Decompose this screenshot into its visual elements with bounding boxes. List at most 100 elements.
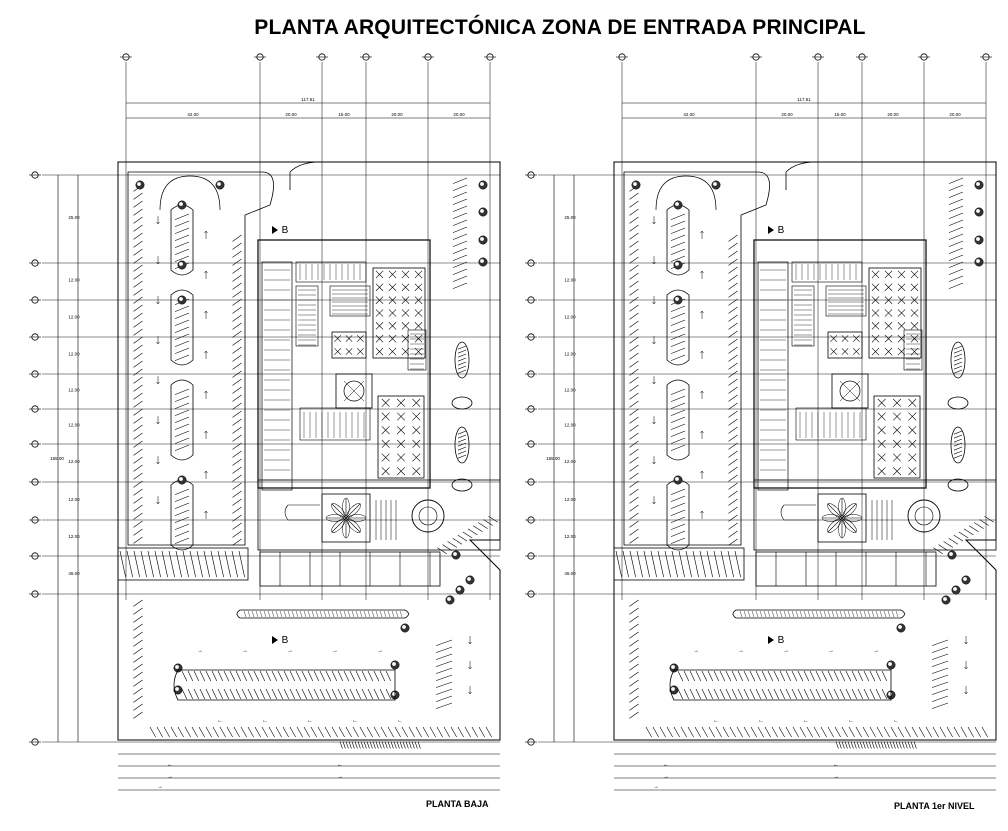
parking-island-right <box>931 639 949 709</box>
svg-text:←: ← <box>803 718 809 724</box>
dimension-left: 12.00 <box>68 534 80 539</box>
star-planter <box>817 493 867 543</box>
dimension-top: 20.00 <box>453 112 465 117</box>
parking-island-right <box>435 639 453 709</box>
entrance-ramp <box>933 516 994 554</box>
dimension-total: 117.61 <box>797 97 811 102</box>
svg-text:→: → <box>783 648 789 654</box>
room-grid-2 <box>377 395 425 479</box>
parking-island-lower <box>669 669 892 701</box>
vehicle-shape <box>950 341 966 379</box>
dimension-left: 12.00 <box>68 388 80 393</box>
parking-island <box>666 479 690 551</box>
svg-text:←: ← <box>307 718 313 724</box>
svg-text:→: → <box>873 648 879 654</box>
dimension-left: 12.00 <box>564 459 576 464</box>
svg-text:→: → <box>377 648 383 654</box>
car-shape <box>947 478 969 492</box>
dimension-left: 12.00 <box>68 352 80 357</box>
parking-hatch-left <box>133 184 143 544</box>
dimension-left: 46.00 <box>68 571 80 576</box>
parking-zone <box>127 171 274 546</box>
star-planter <box>321 493 371 543</box>
svg-text:→: → <box>167 774 173 780</box>
dimension-top: 20.00 <box>781 112 793 117</box>
svg-text:←: ← <box>352 718 358 724</box>
svg-text:→: → <box>337 774 343 780</box>
section-marker <box>768 636 774 644</box>
curb-strip <box>236 609 409 619</box>
section-marker <box>272 636 278 644</box>
svg-text:←: ← <box>833 762 839 768</box>
dimension-side-total: 155.00 <box>546 456 560 461</box>
svg-text:→: → <box>833 774 839 780</box>
dimension-left: 12.00 <box>68 315 80 320</box>
parking-island <box>170 379 194 461</box>
vehicle-shape <box>454 426 470 464</box>
room-grid-1 <box>372 267 426 359</box>
svg-text:→: → <box>197 648 203 654</box>
svg-text:→: → <box>693 648 699 654</box>
dimension-top: 20.00 <box>391 112 403 117</box>
access-block <box>613 547 745 581</box>
dimension-left: 46.00 <box>564 571 576 576</box>
parking-zone <box>623 171 770 546</box>
vehicle-shape <box>950 426 966 464</box>
svg-text:→: → <box>828 648 834 654</box>
dimension-top: 15.00 <box>834 112 846 117</box>
parking-island <box>170 479 194 551</box>
svg-text:←: ← <box>262 718 268 724</box>
dimension-total: 117.61 <box>301 97 315 102</box>
section-mark-label: B <box>282 225 289 236</box>
site-outline <box>117 161 501 741</box>
hatch-column-right <box>452 177 468 289</box>
parking-island <box>170 289 194 366</box>
main-building <box>753 239 927 491</box>
curb-strip <box>732 609 905 619</box>
parking-hatch-left <box>629 184 639 544</box>
room-grid-3 <box>827 331 863 359</box>
section-marker <box>272 226 278 234</box>
svg-text:→: → <box>242 648 248 654</box>
svg-text:←: ← <box>397 718 403 724</box>
svg-text:→: → <box>653 784 659 790</box>
car-shape <box>947 396 969 410</box>
parking-island <box>666 379 690 461</box>
svg-text:→: → <box>738 648 744 654</box>
section-marker <box>768 226 774 234</box>
dimension-top: 42.00 <box>187 112 199 117</box>
dimension-left: 12.00 <box>564 423 576 428</box>
dimension-left: 12.00 <box>68 278 80 283</box>
fountain <box>907 499 941 533</box>
parking-island <box>666 289 690 366</box>
parking-hatch-lower-left <box>133 599 143 719</box>
dimension-left: 12.00 <box>564 352 576 357</box>
dimension-top: 20.00 <box>285 112 297 117</box>
dimension-top: 20.00 <box>887 112 899 117</box>
vehicle-shape <box>454 341 470 379</box>
dimension-left: 12.00 <box>68 423 80 428</box>
lobby-area <box>753 479 997 551</box>
svg-text:→: → <box>157 784 163 790</box>
dimension-left: 25.00 <box>68 215 80 220</box>
parking-hatch-bottom <box>149 726 492 738</box>
svg-text:←: ← <box>663 762 669 768</box>
dimension-left: 12.00 <box>564 315 576 320</box>
dimension-left: 12.00 <box>68 497 80 502</box>
parking-hatch-lower-left <box>629 599 639 719</box>
hatch-column-right <box>948 177 964 289</box>
dimension-top: 20.00 <box>949 112 961 117</box>
fountain <box>411 499 445 533</box>
dimension-left: 12.00 <box>564 388 576 393</box>
svg-text:→: → <box>663 774 669 780</box>
section-mark-label: B <box>778 225 785 236</box>
parking-hatch-bottom <box>645 726 988 738</box>
arcade <box>755 551 937 587</box>
parking-island-lower <box>173 669 396 701</box>
entrance-ramp <box>437 516 498 554</box>
lobby-area <box>257 479 501 551</box>
svg-text:←: ← <box>217 718 223 724</box>
parking-hatch-right <box>232 234 242 546</box>
